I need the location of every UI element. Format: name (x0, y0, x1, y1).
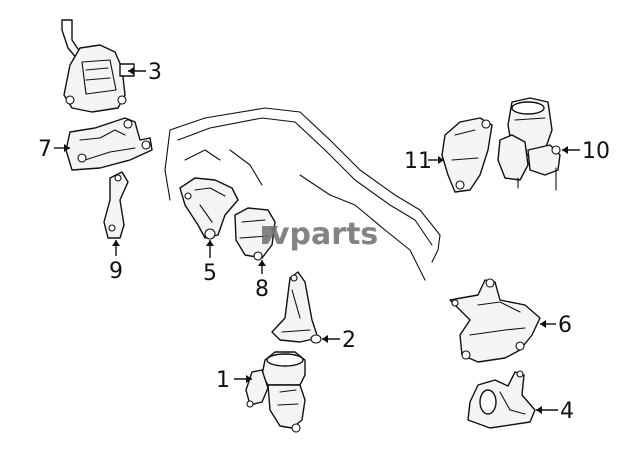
callout-9: 9 (109, 259, 123, 284)
callout-10: 10 (582, 139, 610, 164)
engine-outline (164, 107, 441, 281)
watermark-text: vparts (270, 217, 378, 252)
part-3-upper-mount (61, 19, 135, 113)
callout-3: 3 (148, 60, 162, 85)
callout-5: 5 (203, 261, 217, 286)
leader-lines (54, 67, 580, 414)
callout-8: 8 (255, 277, 269, 302)
callout-7: 7 (38, 137, 52, 162)
part-4-insulator (467, 370, 536, 429)
part-9-link (103, 171, 129, 239)
callout-4: 4 (560, 399, 574, 424)
part-7-bracket (65, 117, 153, 171)
part-6-bracket (449, 278, 541, 363)
part-11-bracket (441, 117, 493, 193)
part-5-bracket (179, 177, 239, 240)
callout-1: 1 (216, 368, 230, 393)
callout-11: 11 (404, 149, 432, 174)
callout-6: 6 (558, 313, 572, 338)
callout-2: 2 (342, 328, 356, 353)
part-1-mount (245, 351, 306, 433)
watermark-logo: vparts (262, 217, 378, 252)
part-2-bracket (271, 271, 322, 344)
part-10-mount (497, 97, 561, 191)
